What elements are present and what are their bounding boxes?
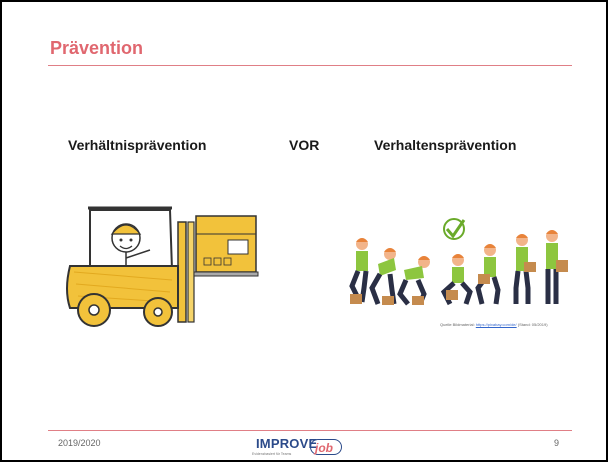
improvejob-logo: IMPROVE job Evidenzbasiert für Teams [252,436,352,460]
checkmark-icon [443,218,466,240]
lifting-workers-illustration [349,218,568,306]
worker-figure-6 [513,234,536,304]
worker-figure-2 [369,248,397,305]
heading-vor: VOR [289,137,320,153]
caption-prefix: Quelle Bildmaterial: [440,322,476,327]
image-source-caption: Quelle Bildmaterial: https://pixabay.com… [440,322,548,327]
worker-figure-3 [397,256,430,306]
heading-verhaltenspraevention: Verhaltensprävention [374,137,517,153]
title-divider [48,65,572,66]
logo-ring [310,439,342,455]
logo-job-text: job [315,441,333,455]
caption-source-link[interactable]: https://pixabay.com/de/ [475,322,517,327]
footer-date: 2019/2020 [58,438,101,448]
worker-figure-4 [440,254,473,306]
hard-hat-icon [110,224,142,235]
caption-suffix: (Stand: 05/2019) [516,322,548,327]
worker-figure-7 [545,230,568,304]
slide-title: Prävention [50,38,144,58]
logo-subtitle: Evidenzbasiert für Teams [252,452,292,456]
forklift-illustration [66,206,259,327]
footer-divider [48,430,572,431]
logo-improve-text: IMPROVE [256,436,318,451]
worker-figure-1 [349,238,369,304]
worker-figure-5 [475,244,501,305]
heading-verhaeltnispraevention: Verhältnisprävention [68,137,207,153]
page-number: 9 [554,438,560,448]
forklift-mast [177,221,187,323]
